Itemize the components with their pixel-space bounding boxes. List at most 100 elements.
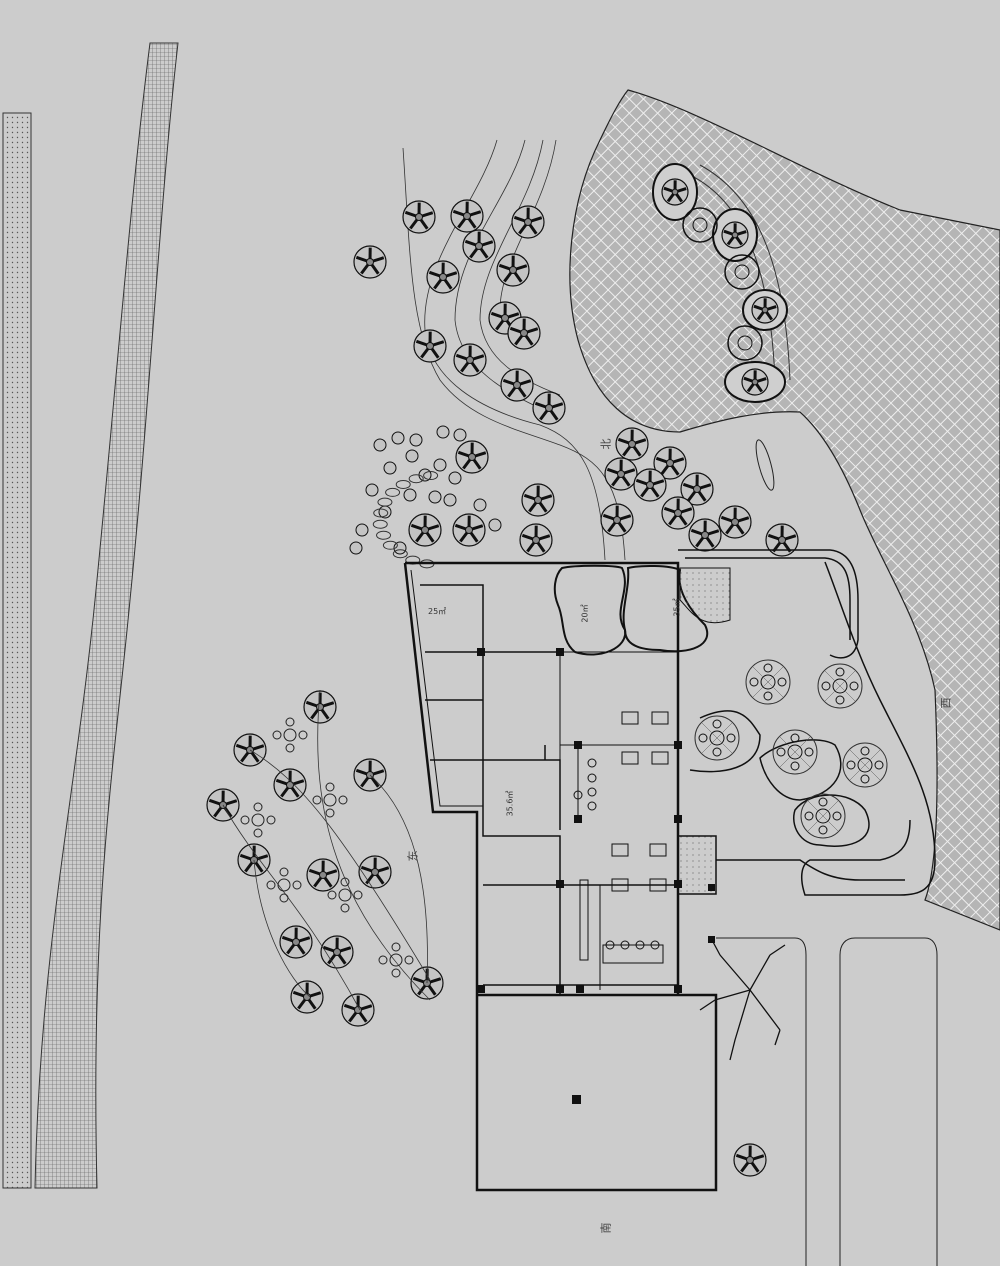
tree-icon (455, 440, 489, 474)
plaza-line (849, 764, 866, 781)
stepping-stone (377, 497, 393, 507)
round-table (787, 744, 803, 760)
stool (650, 940, 660, 950)
garden-stool (279, 893, 289, 903)
shrub-icon (428, 490, 442, 504)
plaza-line (779, 736, 796, 753)
seat (763, 663, 773, 673)
round-table (857, 757, 873, 773)
storage-area-label: 35.6㎡ (505, 790, 515, 817)
tree-trunk (692, 484, 702, 494)
plaza-line (701, 722, 718, 739)
garden-curves (222, 689, 431, 1011)
seat (818, 797, 828, 807)
dining-table (649, 878, 667, 892)
garden-stool (327, 890, 337, 900)
round-seating-plaza (800, 793, 846, 839)
tree-trunk (464, 525, 474, 535)
stool (620, 940, 630, 950)
garden-stool (391, 968, 401, 978)
tree-icon (358, 855, 392, 889)
seat (849, 681, 859, 691)
seat (776, 747, 786, 757)
stool (587, 758, 597, 768)
garden-stool (404, 955, 414, 965)
seat (804, 747, 814, 757)
tree-icon (507, 316, 541, 350)
garden-seating (240, 717, 414, 978)
tree-trunk (285, 780, 295, 790)
tree-trunk (365, 257, 375, 267)
tree-group (206, 199, 799, 1177)
round-planter-core (692, 217, 708, 233)
plaza-line (822, 815, 839, 832)
garden-stool (353, 890, 363, 900)
garden-stool (338, 795, 348, 805)
seat (726, 733, 736, 743)
tree-icon (273, 768, 307, 802)
plaza-line (716, 737, 733, 754)
tree-trunk (531, 535, 541, 545)
garden-stool (292, 880, 302, 890)
tree-trunk (745, 1155, 755, 1165)
tree-icon (615, 427, 649, 461)
shrub-icon (373, 438, 387, 452)
stool (587, 773, 597, 783)
tree-icon (680, 472, 714, 506)
stool (587, 787, 597, 797)
stepping-stone (373, 508, 389, 518)
garden-stool (325, 782, 335, 792)
tree-trunk (438, 272, 448, 282)
garden-stool (279, 867, 289, 877)
tree-icon (765, 523, 799, 557)
plaza-line (807, 800, 824, 817)
stool (605, 940, 615, 950)
seat (763, 691, 773, 701)
plaza-line (767, 681, 784, 698)
dining-table (651, 751, 669, 765)
seat (749, 677, 759, 687)
plaza-line (752, 681, 769, 698)
seat (712, 719, 722, 729)
garden-stool (272, 730, 282, 740)
tree-icon (653, 446, 687, 480)
tree-trunk (627, 439, 637, 449)
seat (712, 747, 722, 757)
tree-icon (452, 513, 486, 547)
dining-table (621, 751, 639, 765)
tree-trunk (533, 495, 543, 505)
seat (790, 761, 800, 771)
tree-trunk (318, 870, 328, 880)
round-seating-plaza (745, 659, 791, 705)
stepping-stone (372, 519, 388, 529)
plaza-line (822, 800, 839, 817)
seat (818, 825, 828, 835)
stepping-stone (423, 471, 439, 481)
tree-trunk (353, 1005, 363, 1015)
tree-icon (453, 343, 487, 377)
round-table (832, 678, 848, 694)
plaza-line (839, 685, 856, 702)
tree-icon (462, 229, 496, 263)
garden-table (338, 888, 352, 902)
tree-icon (279, 925, 313, 959)
tree-trunk (370, 867, 380, 877)
tree-icon (718, 505, 752, 539)
garden-stool (266, 880, 276, 890)
tree-trunk (700, 530, 710, 540)
tree-icon (688, 518, 722, 552)
stepping-stone (385, 487, 401, 497)
tree-trunk (731, 231, 739, 239)
tree-icon (402, 200, 436, 234)
round-planter-core (734, 264, 750, 280)
shrub-icon (383, 461, 397, 475)
tree-icon (521, 483, 555, 517)
seat (804, 811, 814, 821)
shrub-icon (365, 483, 379, 497)
garden-table (389, 953, 403, 967)
dotted-strip (2, 112, 32, 1189)
round-planter (727, 325, 763, 361)
tree-trunk (512, 380, 522, 390)
tree-icon (496, 253, 530, 287)
garden-table (277, 878, 291, 892)
